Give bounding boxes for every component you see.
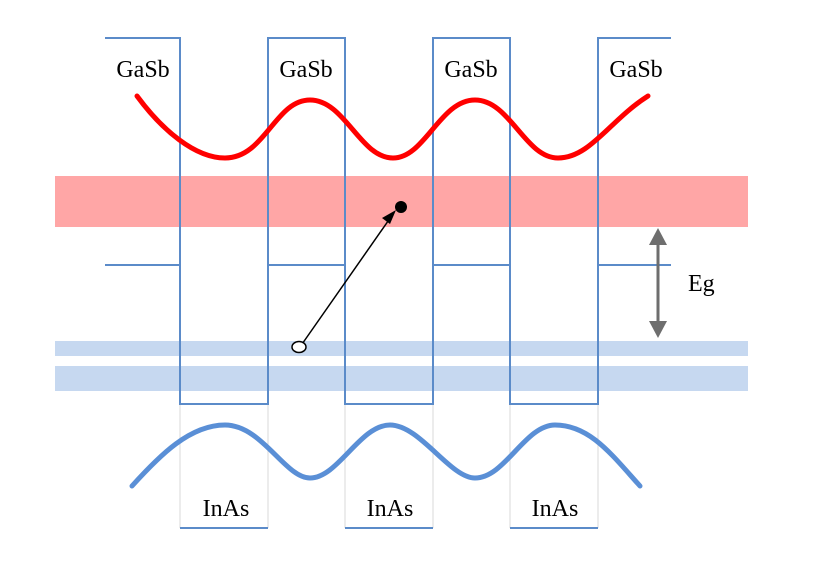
layer-label-gasb: GaSb (609, 57, 662, 83)
layer-label-inas: InAs (367, 496, 414, 522)
layer-label-gasb: GaSb (444, 57, 497, 83)
conduction-band-edge (105, 37, 671, 405)
transition-arrowhead (382, 210, 396, 224)
band-gap-double-arrow (649, 228, 667, 338)
electron-wavefunction (134, 93, 651, 161)
electron-dot (395, 201, 407, 213)
layer-label-gasb: GaSb (279, 57, 332, 83)
valence-miniband-lower (55, 366, 748, 391)
valence-miniband-upper (55, 341, 748, 356)
hole-wavefunction (129, 422, 643, 489)
layer-label-gasb: GaSb (116, 57, 169, 83)
well-guide-lines (179, 404, 599, 528)
hole-dot (291, 340, 307, 354)
band-gap-label: Eg (688, 271, 715, 297)
transition-arrow (299, 213, 394, 348)
layer-label-inas: InAs (532, 496, 579, 522)
layer-label-inas: InAs (203, 496, 250, 522)
